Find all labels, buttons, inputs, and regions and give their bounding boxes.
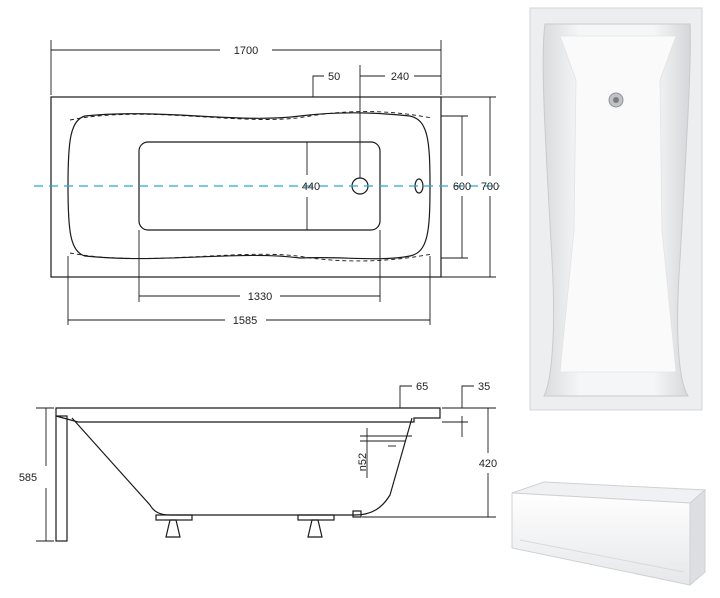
tub-inner-bowl [67,112,431,260]
side-panel [55,415,68,542]
dim-label-440: 440 [302,181,320,193]
dim-label-35: 35 [478,381,490,393]
dim-label-420: 420 [479,458,497,470]
tub-photo-floor [559,35,677,373]
dim-label-65: 65 [416,381,428,393]
panel-photo-side [689,488,706,587]
dim-label-585: 585 [19,472,37,484]
drain-photo-center [613,97,619,103]
foot-right [307,519,323,538]
dim-label-700: 700 [481,181,499,193]
foot-bar-left [155,514,193,521]
dim-label-50: 50 [328,71,340,83]
dim-label-n52: n52 [357,453,369,471]
foot-bar-right [297,514,335,521]
dim-label-240: 240 [391,71,409,83]
panel-photo-front [511,492,691,586]
tub-rim [55,407,441,423]
dim-label-1330: 1330 [248,291,272,303]
inner-edge-dashed-top [69,111,433,121]
dim-label-1585: 1585 [233,315,257,327]
foot-left [165,519,181,538]
drain-outlet [352,510,362,518]
side-view: 585 65 35 n52 420 [19,381,497,542]
inner-edge-dashed-bottom [69,252,433,262]
tub-body-outline [71,417,413,516]
dim-line-50 [312,75,324,97]
tub-outer-outline [50,96,442,278]
dim-line-65 [399,385,412,408]
panel-photo-edge [519,539,685,573]
top-view: 1700 50 240 440 600 700 1330 [34,40,500,327]
bathtub-photo-panel [511,481,707,587]
dim-label-600: 600 [453,181,471,193]
dim-line-35 [461,385,474,408]
dim-label-1700: 1700 [234,45,258,57]
bathtub-photo-top [529,7,703,411]
